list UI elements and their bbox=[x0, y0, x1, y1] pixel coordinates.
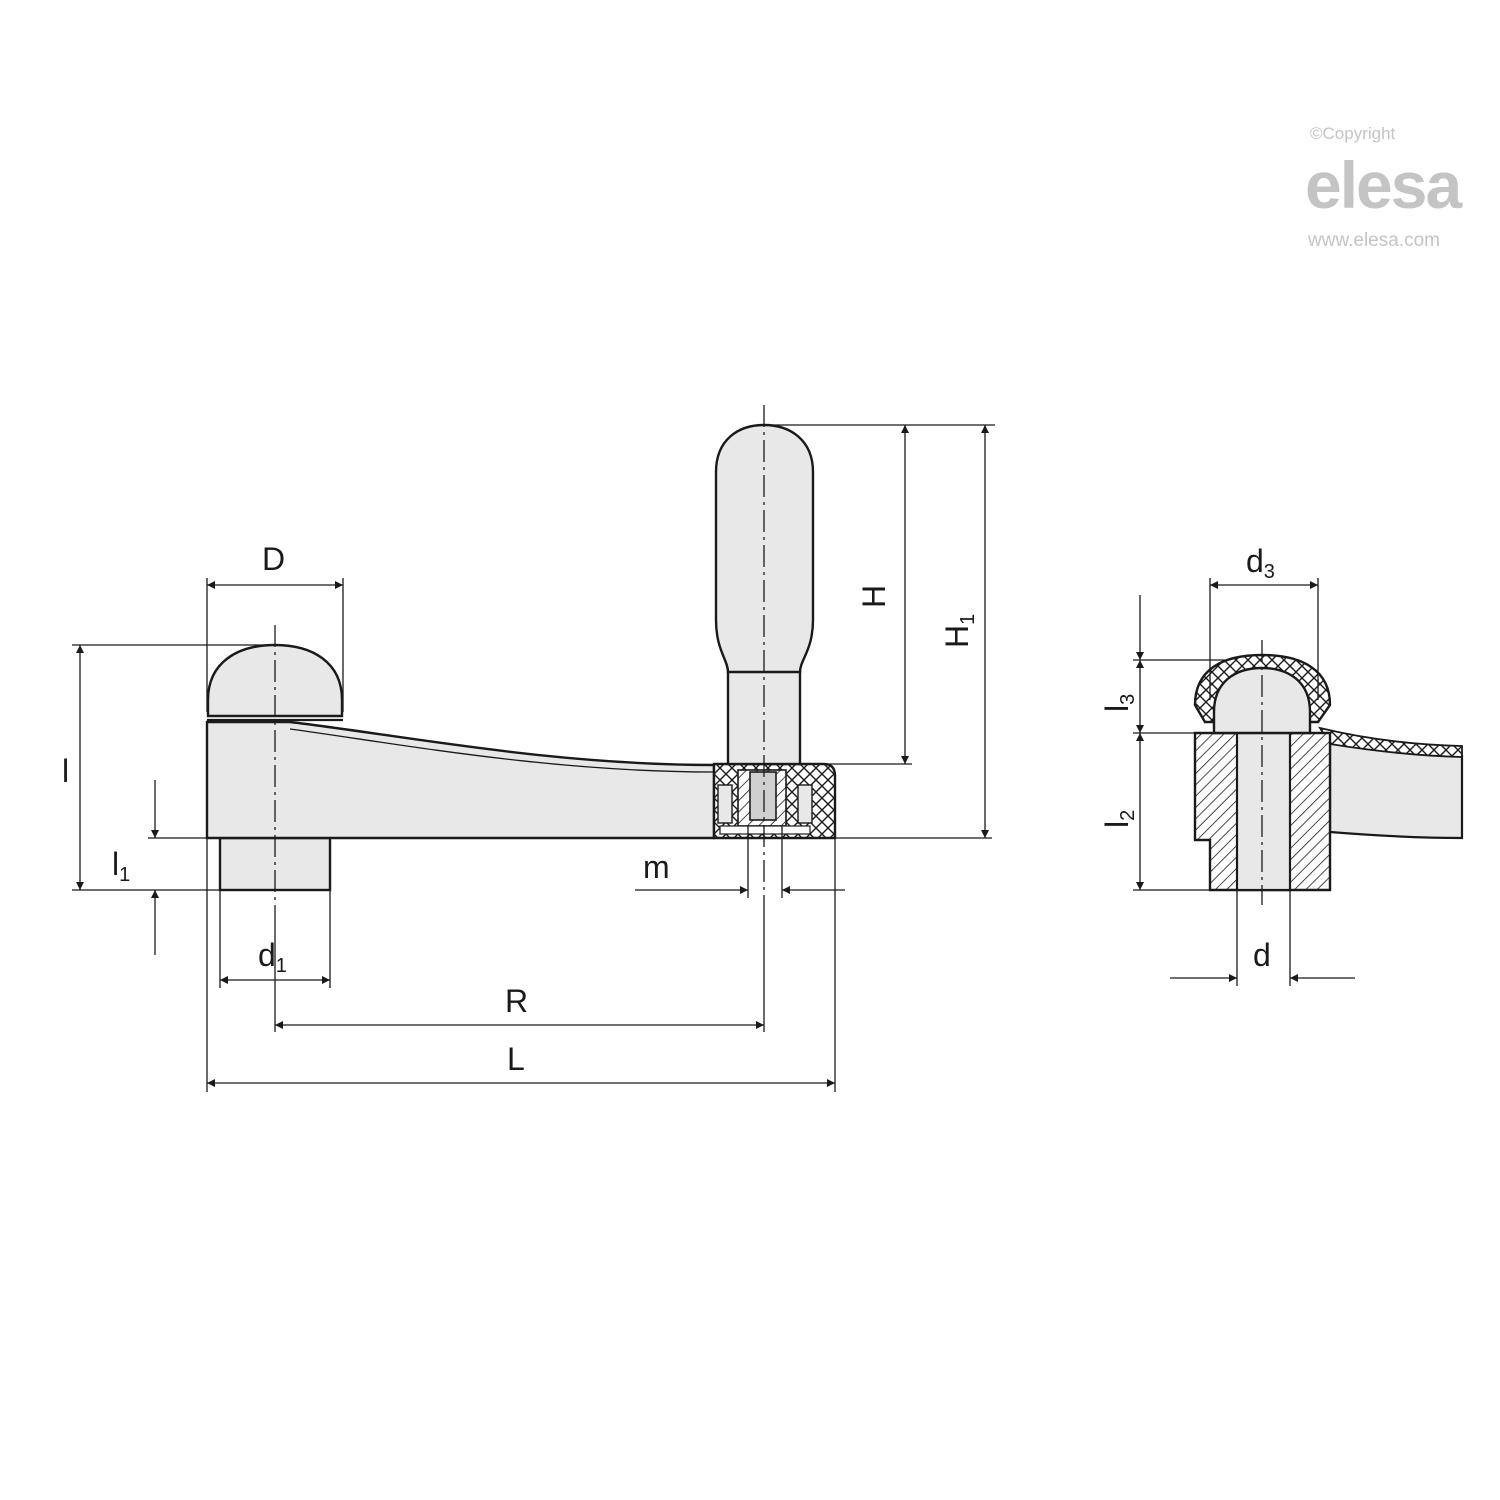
label-R: R bbox=[505, 983, 528, 1019]
label-H: H bbox=[856, 585, 892, 608]
label-l2: l2 bbox=[1099, 810, 1139, 828]
label-H1: H1 bbox=[939, 614, 979, 648]
section-detail bbox=[1133, 578, 1464, 986]
label-D: D bbox=[262, 541, 285, 577]
arm-edge bbox=[289, 728, 715, 773]
label-d1: d1 bbox=[258, 937, 287, 977]
label-m: m bbox=[643, 849, 670, 885]
label-d3: d3 bbox=[1246, 543, 1275, 583]
main-view bbox=[205, 405, 837, 905]
label-d: d bbox=[1253, 937, 1271, 973]
label-L: L bbox=[507, 1041, 525, 1077]
label-l: l bbox=[62, 753, 69, 789]
dimension-labels: D l l1 d1 R L m H H1 d3 l3 l2 d bbox=[62, 541, 1275, 1077]
elesa-logo: ©Copyright elesa www.elesa.com bbox=[1305, 124, 1465, 251]
label-l3: l3 bbox=[1099, 694, 1139, 712]
label-l1: l1 bbox=[112, 846, 130, 886]
crank-arm bbox=[205, 720, 716, 840]
dimension-lines bbox=[72, 424, 995, 1092]
copyright-text: ©Copyright bbox=[1310, 124, 1396, 143]
brand-text: elesa bbox=[1305, 148, 1463, 222]
url-text: www.elesa.com bbox=[1307, 230, 1440, 251]
